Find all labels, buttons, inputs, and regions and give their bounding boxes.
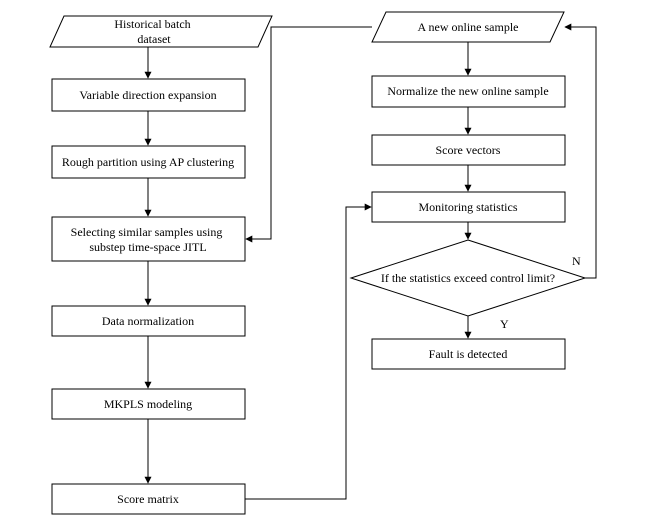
svg-text:Monitoring statistics: Monitoring statistics: [419, 200, 518, 214]
svg-text:Score vectors: Score vectors: [436, 143, 501, 157]
edge-score-matrix-to-monitoring: [245, 203, 372, 500]
node-fault-detected: Fault is detected: [371, 338, 566, 370]
branch-label-yes: Y: [500, 317, 509, 331]
svg-text:Score matrix: Score matrix: [117, 492, 179, 506]
svg-text:If the statistics exceed contr: If the statistics exceed control limit?: [381, 271, 555, 285]
edge-online-sample-to-selecting: [245, 26, 372, 243]
node-selecting-similar-samples: Selecting similar samples using substep …: [51, 216, 246, 262]
svg-text:Fault is detected: Fault is detected: [429, 347, 508, 361]
node-rough-partition: Rough partition using AP clustering: [51, 145, 246, 179]
node-historical-dataset: Historical batch dataset: [49, 15, 273, 48]
svg-text:Data normalization: Data normalization: [102, 314, 194, 328]
svg-text:Selecting similar samples usin: Selecting similar samples using substep …: [71, 225, 226, 254]
branch-label-no: N: [572, 254, 581, 268]
node-normalize-online-sample: Normalize the new online sample: [371, 75, 566, 108]
svg-text:Rough partition using AP clust: Rough partition using AP clustering: [62, 155, 234, 169]
svg-text:A new online sample: A new online sample: [418, 20, 519, 34]
node-mkpls-modeling: MKPLS modeling: [51, 388, 246, 420]
node-score-vectors: Score vectors: [371, 134, 566, 166]
svg-text:Variable direction expansion: Variable direction expansion: [79, 88, 216, 102]
node-data-normalization: Data normalization: [51, 305, 246, 337]
edge-decision-no-loop: [564, 23, 597, 279]
node-monitoring-statistics: Monitoring statistics: [371, 191, 566, 223]
svg-text:MKPLS modeling: MKPLS modeling: [104, 397, 192, 411]
node-variable-direction-expansion: Variable direction expansion: [51, 78, 246, 112]
node-decision-exceed-limit: If the statistics exceed control limit?: [349, 239, 587, 317]
node-new-online-sample: A new online sample: [371, 11, 565, 43]
node-score-matrix: Score matrix: [51, 483, 246, 515]
svg-text:Historical batch dataset: Historical batch dataset: [114, 17, 193, 46]
svg-text:Normalize the new online sampl: Normalize the new online sample: [387, 84, 548, 98]
